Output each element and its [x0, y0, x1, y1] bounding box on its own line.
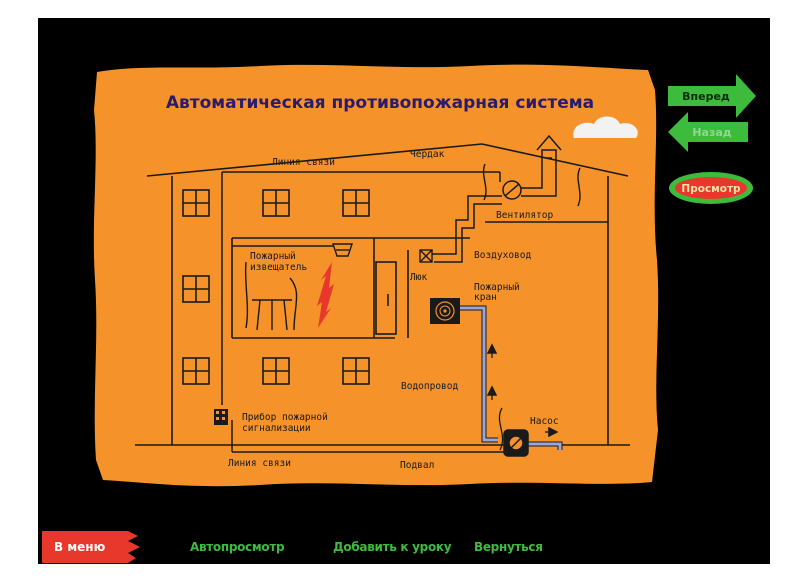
- menu-label: В меню: [54, 540, 106, 554]
- cloud-icon: [573, 116, 638, 138]
- label-fan: Вентилятор: [496, 210, 553, 221]
- label-air-duct: Воздуховод: [474, 250, 531, 261]
- menu-button[interactable]: В меню: [42, 531, 140, 563]
- preview-label: Просмотр: [681, 183, 741, 195]
- alarm-device-icon: [214, 409, 228, 425]
- label-pump: Насос: [530, 416, 559, 427]
- autopreview-link[interactable]: Автопросмотр: [190, 540, 285, 554]
- air-duct: [428, 195, 502, 263]
- label-fire-hydrant-line2: кран: [474, 292, 497, 303]
- room-walls: [231, 237, 470, 339]
- label-attic: Чердак: [410, 149, 445, 160]
- fire-hydrant-icon: [430, 298, 460, 324]
- label-comm-line-top: Линия связи: [272, 157, 335, 168]
- label-fire-hydrant-line1: Пожарный: [474, 282, 520, 293]
- basement-partition: [498, 407, 504, 451]
- fire-detector-icon: [332, 243, 353, 257]
- label-alarm-device-line2: сигнализации: [242, 423, 311, 434]
- window-icon: [262, 357, 290, 385]
- back-label: Назад: [692, 126, 731, 139]
- preview-button[interactable]: Просмотр: [669, 172, 753, 204]
- return-link[interactable]: Вернуться: [474, 540, 543, 554]
- label-fire-detector-line2: извещатель: [250, 262, 307, 273]
- label-water-pipe: Водопровод: [401, 381, 458, 392]
- window-icon: [182, 275, 210, 303]
- label-comm-line-bottom: Линия связи: [228, 458, 291, 469]
- forward-label: Вперед: [682, 90, 730, 103]
- door-icon: [375, 261, 397, 335]
- window-icon: [182, 357, 210, 385]
- comm-line-top: [221, 171, 501, 405]
- slide-title: Автоматическая противопожарная система: [166, 93, 594, 113]
- label-hatch: Люк: [410, 272, 427, 283]
- window-icon: [342, 189, 370, 217]
- label-alarm-device-line1: Прибор пожарной: [242, 412, 328, 423]
- comm-line-bottom: [231, 420, 505, 453]
- add-to-lesson-link[interactable]: Добавить к уроку: [333, 540, 452, 554]
- forward-button[interactable]: Вперед: [668, 74, 756, 118]
- fan-icon: [502, 180, 522, 200]
- water-pipe-fill: [460, 306, 562, 450]
- hatch-icon: [419, 249, 433, 263]
- attic-partition: [482, 163, 608, 223]
- chimney-icon: [521, 134, 562, 197]
- back-button[interactable]: Назад: [668, 112, 748, 152]
- label-fire-detector-line1: Пожарный: [250, 251, 296, 262]
- label-basement: Подвал: [400, 460, 434, 471]
- window-icon: [182, 189, 210, 217]
- flame-icon: [317, 262, 334, 328]
- building-windows: [182, 189, 370, 385]
- pump-icon: [503, 429, 529, 457]
- furniture-icon: [244, 261, 298, 331]
- window-icon: [342, 357, 370, 385]
- window-icon: [262, 189, 290, 217]
- flow-arrows: [486, 343, 559, 438]
